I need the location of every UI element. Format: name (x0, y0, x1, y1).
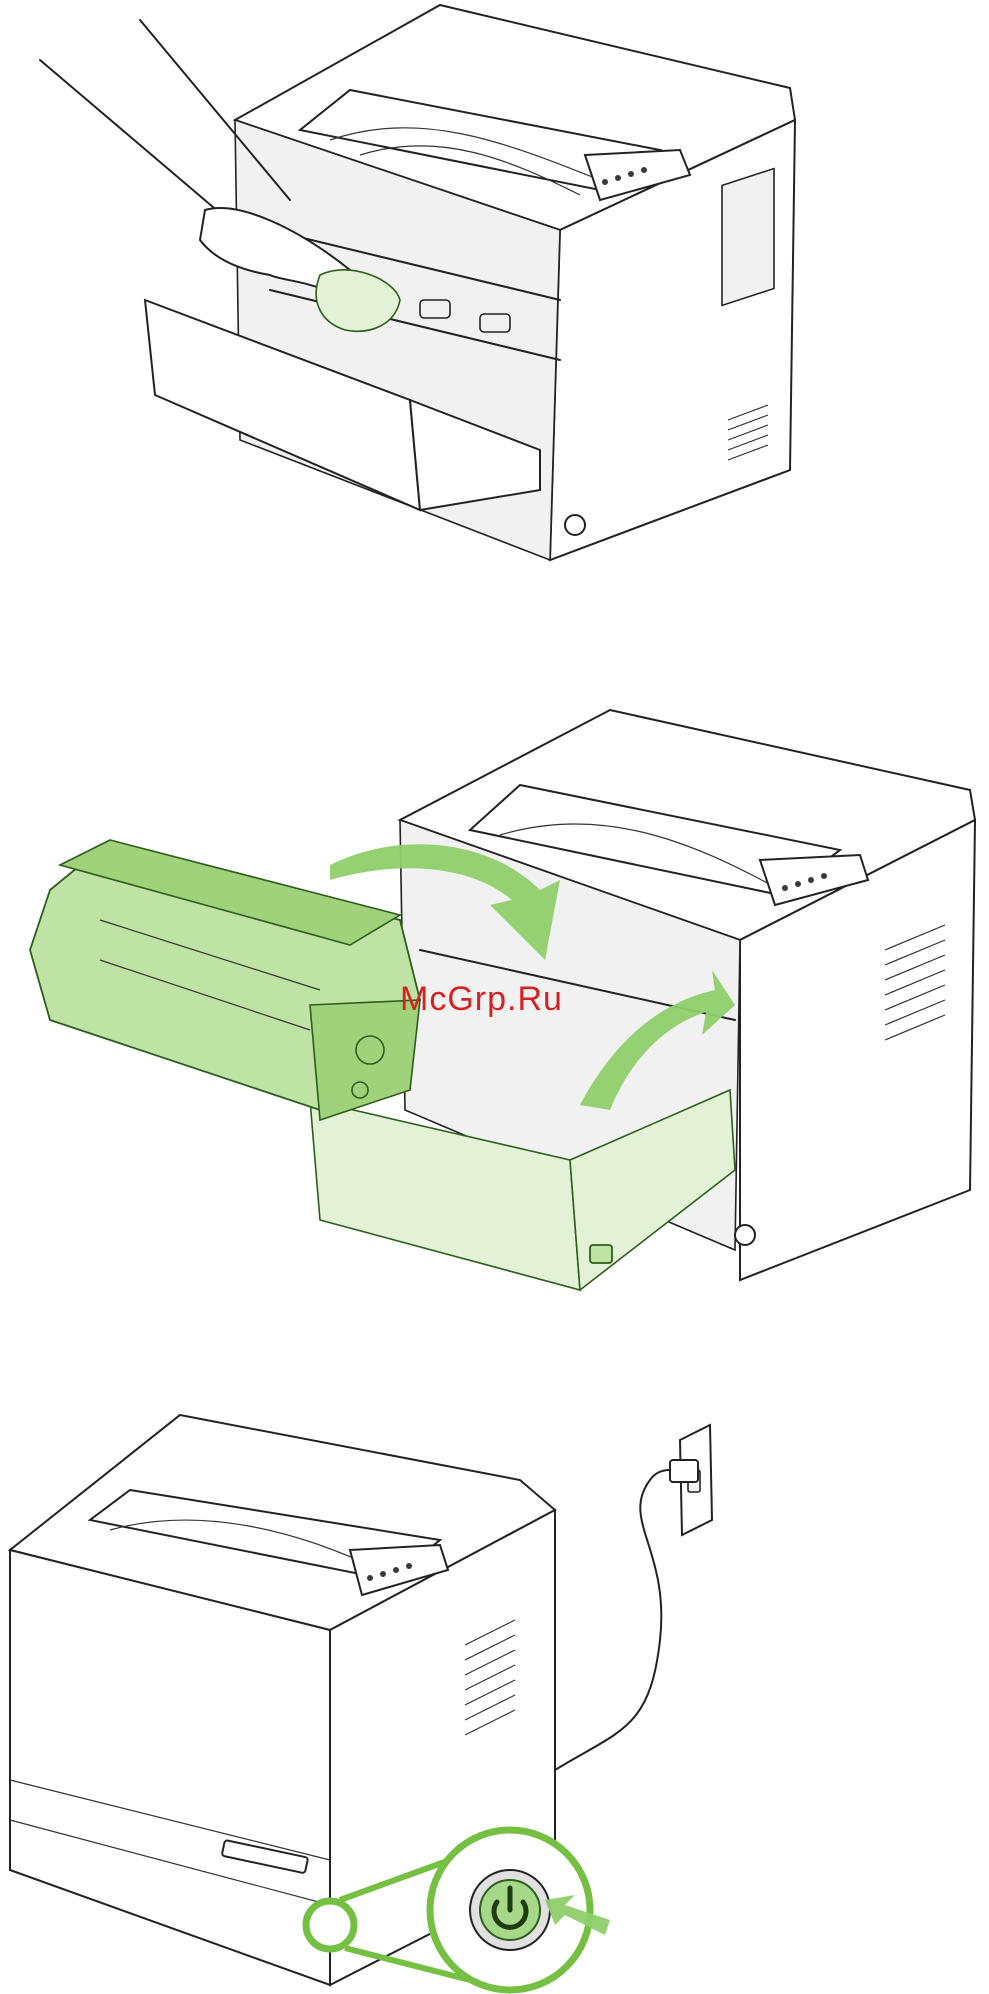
power-printer-drawing (0, 1400, 989, 1994)
power-button-small (565, 515, 585, 535)
plug (670, 1460, 698, 1482)
watermark-text: McGrp.Ru (400, 980, 563, 1019)
power-cord (555, 1470, 690, 1770)
illustration-power (0, 1400, 989, 1994)
cleaning-printer-drawing (0, 0, 989, 590)
arm-outline (40, 60, 240, 230)
toner-cartridge (30, 840, 420, 1120)
illustration-cleaning (0, 0, 989, 590)
power-button-small (735, 1225, 755, 1245)
